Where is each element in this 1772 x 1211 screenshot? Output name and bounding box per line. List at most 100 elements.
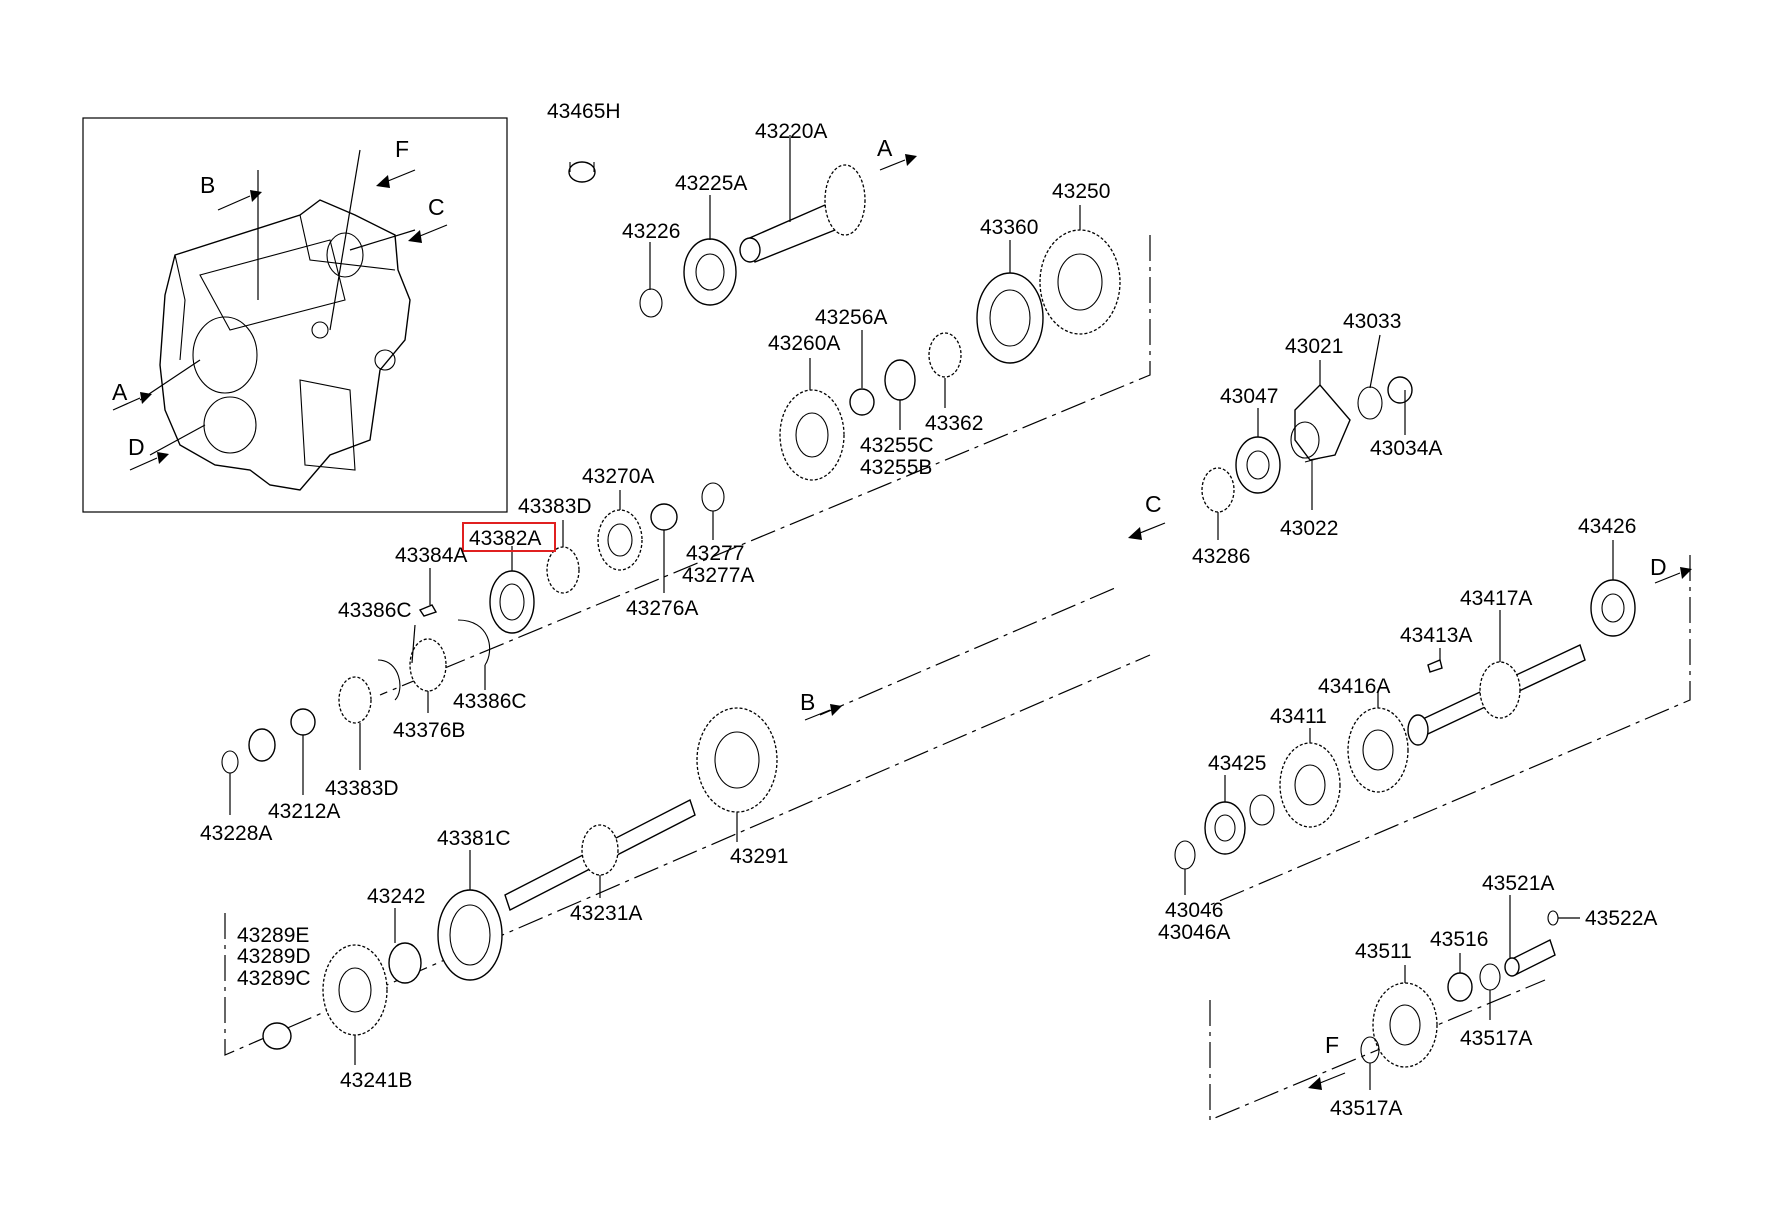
leader bbox=[349, 229, 416, 251]
arrow-head bbox=[830, 704, 842, 716]
arrow-b bbox=[804, 709, 831, 721]
bushing-43289C bbox=[262, 1022, 292, 1050]
callout-43255C: 43255C bbox=[860, 434, 934, 457]
part-labels: B F C A D A C B D F 43465H 43220A 43225A… bbox=[112, 100, 1667, 1120]
outline-right bbox=[1209, 555, 1691, 906]
callout-43046: 43046 bbox=[1165, 899, 1223, 922]
flange-43021 bbox=[1290, 383, 1351, 461]
view-letter-c-inset: C bbox=[428, 194, 445, 220]
housing-inset bbox=[82, 117, 508, 513]
arrow-a bbox=[879, 159, 906, 171]
callout-43289D: 43289D bbox=[237, 945, 311, 968]
bushing-43276A bbox=[650, 503, 678, 531]
gear-43362 bbox=[928, 332, 962, 378]
callout-43220A: 43220A bbox=[755, 120, 827, 143]
needle-bearing-43242 bbox=[388, 942, 422, 984]
section-line-bc bbox=[819, 587, 1116, 716]
callout-43242: 43242 bbox=[367, 885, 425, 908]
bearing-43426 bbox=[1590, 579, 1636, 637]
gear-43241B bbox=[322, 944, 388, 1036]
bolt-43022 bbox=[1304, 457, 1321, 480]
arrow-a-inset bbox=[112, 397, 141, 411]
callout-43291: 43291 bbox=[730, 845, 788, 868]
sleeve-43360 bbox=[976, 272, 1044, 364]
arrow-head bbox=[408, 230, 422, 243]
callout-43522A: 43522A bbox=[1585, 907, 1657, 930]
parts bbox=[221, 161, 1636, 1068]
arrow-head bbox=[250, 190, 262, 202]
gear-43411 bbox=[1279, 742, 1341, 828]
callout-43033: 43033 bbox=[1343, 310, 1401, 333]
arrow-f-inset bbox=[387, 169, 416, 182]
arrow-c-inset bbox=[419, 224, 448, 237]
ring-43277 bbox=[701, 482, 725, 512]
callout-43034A: 43034A bbox=[1370, 437, 1442, 460]
group-outlines bbox=[224, 235, 1691, 1121]
case-edge bbox=[174, 254, 186, 361]
callout-43417A: 43417A bbox=[1460, 587, 1532, 610]
case-boss bbox=[374, 349, 396, 371]
gear-43250 bbox=[1039, 229, 1121, 335]
highlight-box-43382A bbox=[462, 522, 556, 552]
direction-arrows bbox=[112, 154, 1692, 1090]
view-letter-c: C bbox=[1145, 491, 1162, 517]
callout-43022: 43022 bbox=[1280, 517, 1338, 540]
callout-43225A: 43225A bbox=[675, 172, 747, 195]
bushing-43256A bbox=[849, 388, 875, 416]
countershaft-43417A bbox=[1407, 644, 1586, 746]
arrow-f bbox=[1319, 1072, 1346, 1084]
view-letter-d-inset: D bbox=[128, 434, 145, 460]
callout-43250: 43250 bbox=[1052, 180, 1110, 203]
arrow-head bbox=[157, 452, 169, 464]
callout-43277A: 43277A bbox=[682, 564, 754, 587]
callout-43260A: 43260A bbox=[768, 332, 840, 355]
nut-43212A bbox=[290, 708, 316, 736]
view-letter-b-inset: B bbox=[200, 172, 215, 198]
synchro-ring-43383D-lower bbox=[338, 676, 372, 724]
callout-43289C: 43289C bbox=[237, 967, 311, 990]
gear-43286 bbox=[1201, 467, 1235, 513]
arrow-head bbox=[1128, 527, 1142, 540]
callout-43270A: 43270A bbox=[582, 465, 654, 488]
leader bbox=[329, 149, 361, 331]
callout-43386C-right: 43386C bbox=[453, 690, 527, 713]
leader bbox=[149, 424, 206, 456]
arrow-b-inset bbox=[217, 195, 251, 211]
view-letter-a-inset: A bbox=[112, 379, 128, 405]
snap-ring-43226 bbox=[639, 288, 663, 318]
view-letter-b: B bbox=[800, 689, 815, 715]
callout-43383D-upper: 43383D bbox=[518, 495, 592, 518]
bearing-43212A-cage bbox=[248, 728, 276, 762]
arrow-head bbox=[140, 392, 152, 404]
view-letter-d: D bbox=[1650, 554, 1667, 580]
sleeve-43382A bbox=[489, 570, 535, 634]
callout-43413A: 43413A bbox=[1400, 624, 1472, 647]
input-shaft-43220A bbox=[739, 164, 866, 263]
inset-frame bbox=[82, 117, 508, 513]
transmission-case bbox=[159, 199, 411, 491]
o-ring-43033 bbox=[1357, 386, 1383, 420]
callout-43465H: 43465H bbox=[547, 100, 621, 123]
case-edge bbox=[299, 214, 396, 271]
arrow-head bbox=[1308, 1077, 1322, 1090]
callout-43511: 43511 bbox=[1355, 940, 1412, 963]
nut-43034A bbox=[1387, 376, 1413, 404]
gear-43260A bbox=[779, 389, 845, 481]
callout-43362: 43362 bbox=[925, 412, 983, 435]
case-opening bbox=[199, 239, 346, 331]
arrow-d bbox=[1654, 572, 1681, 584]
callout-43047: 43047 bbox=[1220, 385, 1278, 408]
view-letter-f: F bbox=[1325, 1032, 1339, 1058]
leader-lines bbox=[229, 135, 1614, 1090]
callout-43376B: 43376B bbox=[393, 719, 465, 742]
callout-43426: 43426 bbox=[1578, 515, 1636, 538]
callout-43277: 43277 bbox=[686, 542, 744, 565]
outline-bottom bbox=[1209, 979, 1546, 1121]
ring-43522A bbox=[1547, 910, 1559, 926]
case-bore-c bbox=[326, 232, 364, 278]
gear-43291 bbox=[696, 707, 778, 813]
case-boss bbox=[311, 321, 329, 339]
callout-43046A: 43046A bbox=[1158, 921, 1230, 944]
callout-43384A: 43384A bbox=[395, 544, 467, 567]
